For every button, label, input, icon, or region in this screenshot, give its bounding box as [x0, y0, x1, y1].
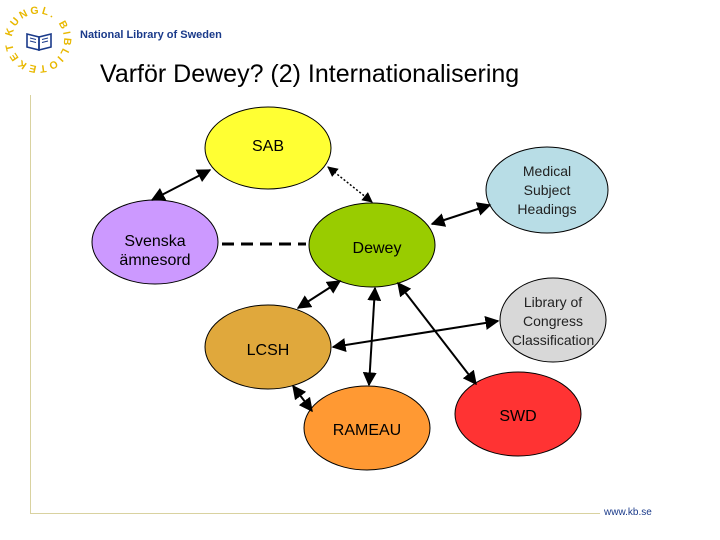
- organization-name: National Library of Sweden: [80, 29, 222, 41]
- label-lcsh: LCSH: [246, 342, 290, 359]
- kb-logo-seal: KUNGL. BIBLIOTEKET: [3, 4, 71, 75]
- label-rameau: RAMEAU: [332, 422, 402, 439]
- label-dewey: Dewey: [352, 240, 402, 257]
- link-dewey-lcsh: [296, 280, 342, 309]
- node-sab: [204, 106, 332, 190]
- label-sab: SAB: [251, 138, 284, 155]
- node-swd: [454, 371, 582, 457]
- node-lcc: [499, 277, 607, 363]
- node-lcsh: [204, 304, 332, 390]
- link-lcsh-lcc: [331, 316, 500, 352]
- node-mesh: [485, 146, 609, 234]
- link-dewey-rameau: [362, 286, 382, 387]
- link-sab-svenska: [150, 169, 212, 201]
- link-sab-dewey: [327, 166, 373, 203]
- slide-title: Varför Dewey? (2) Internationalisering: [100, 60, 520, 88]
- label-swd: SWD: [499, 408, 537, 425]
- bottom-rule-line: [30, 513, 600, 514]
- website-url: www.kb.se: [604, 507, 652, 518]
- link-dewey-mesh: [430, 202, 492, 227]
- link-lcsh-rameau: [292, 384, 313, 413]
- left-rule-line: [30, 95, 31, 513]
- link-dewey-swd: [397, 281, 477, 386]
- open-book-icon: [26, 32, 52, 52]
